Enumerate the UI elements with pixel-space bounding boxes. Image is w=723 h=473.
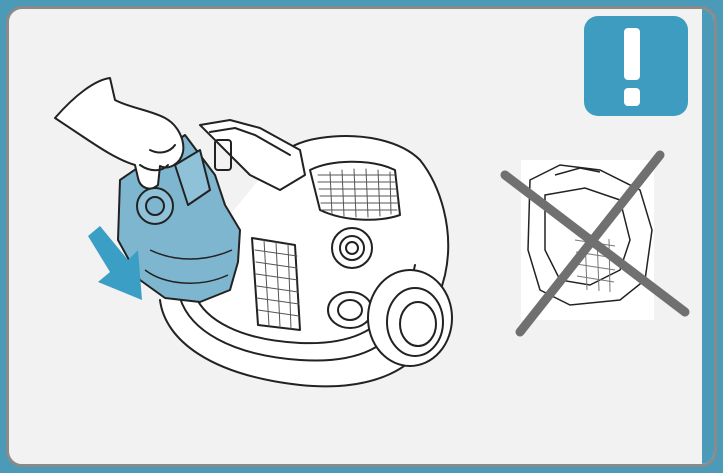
right-edge-strip (702, 9, 714, 464)
vacuum-cleaner (159, 119, 453, 388)
down-arrow-icon (88, 226, 142, 300)
cross-out-icon (500, 150, 690, 337)
exclamation-icon (584, 16, 688, 116)
hand (54, 77, 185, 190)
